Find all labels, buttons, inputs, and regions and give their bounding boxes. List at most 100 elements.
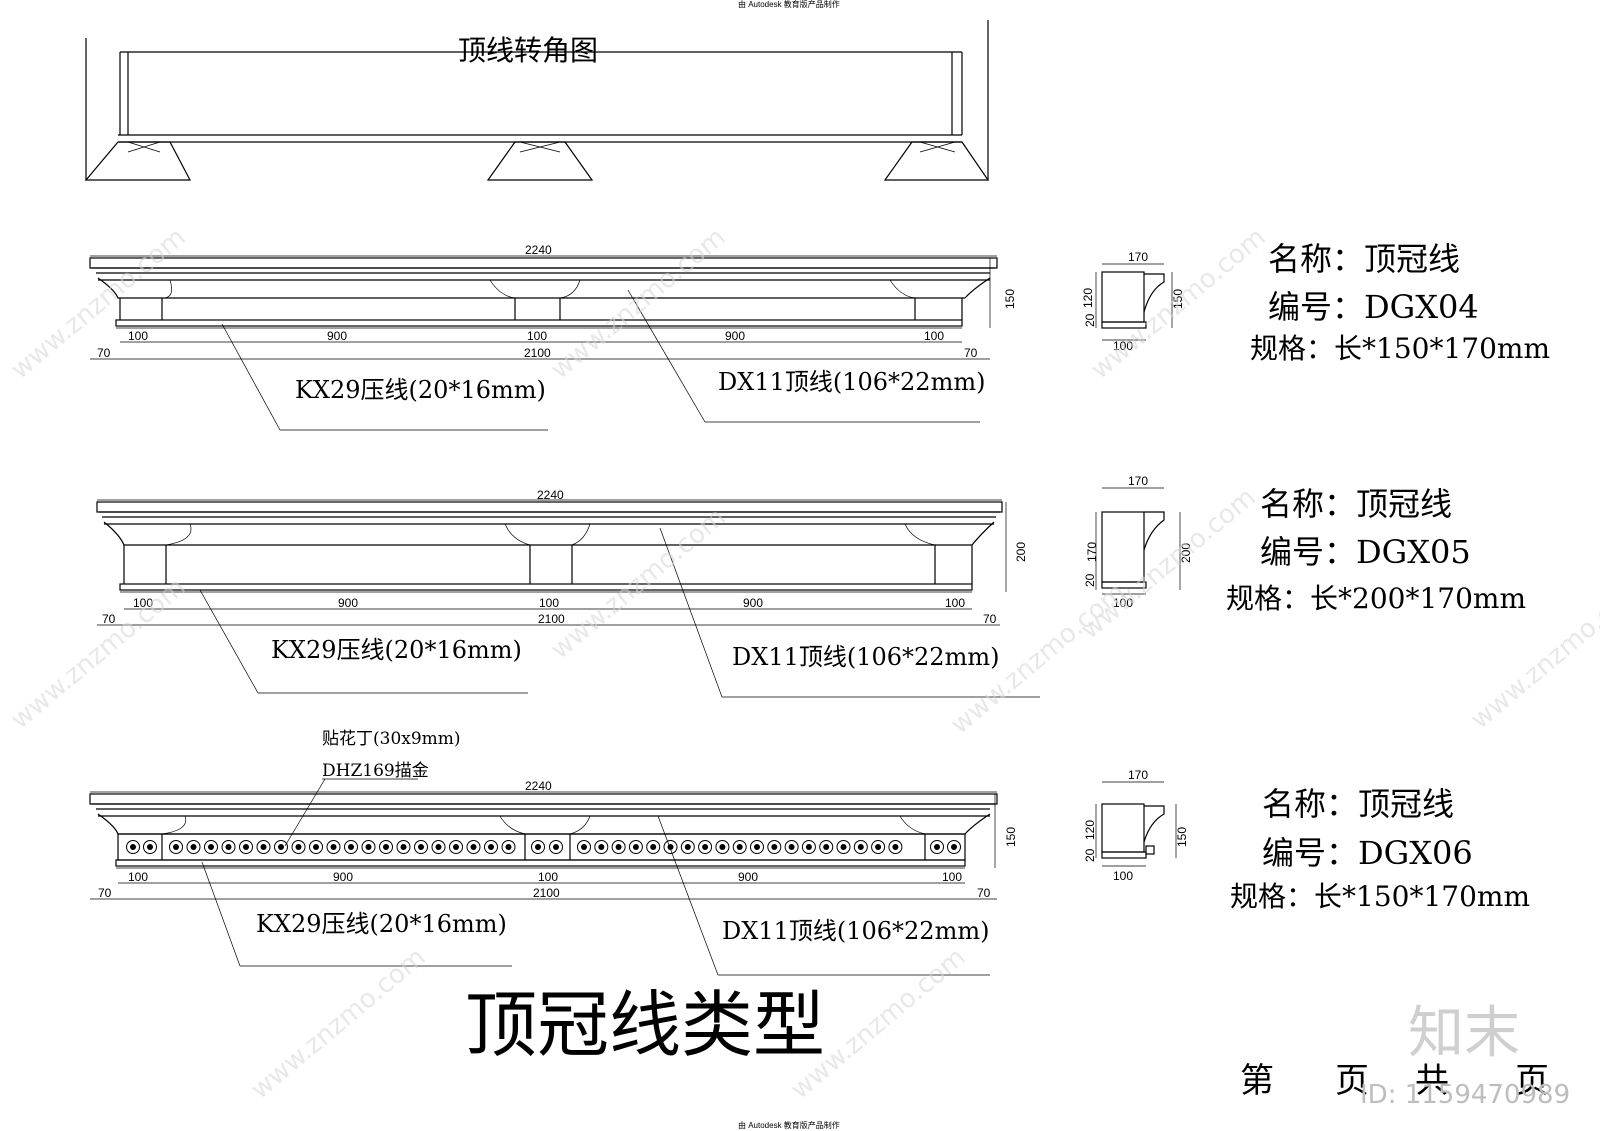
elevation-row-2: 2240 100 900 100 900 100 70 2100 70 200	[96, 488, 1040, 698]
rosette-icon	[484, 840, 498, 854]
rosette-icon	[750, 840, 764, 854]
rosette-icon	[186, 840, 201, 854]
rosette-icon	[663, 840, 678, 854]
sec-bottom: 100	[1113, 339, 1133, 353]
section-1: 170 120 20 150 100	[1081, 250, 1185, 353]
rosette-icon	[143, 840, 157, 854]
rosette-center	[771, 844, 778, 850]
dim-side: 70	[977, 886, 991, 900]
rosette-center	[684, 844, 691, 850]
main-title: 顶冠线类型	[465, 983, 825, 1067]
rosette-icon	[204, 840, 218, 854]
corner-title: 顶线转角图	[458, 34, 598, 67]
rosette-center	[278, 844, 284, 850]
header-note: 由 Autodesk 教育版产品制作	[738, 0, 840, 9]
rosette-center	[488, 844, 494, 850]
info-spec: 规格：长*150*170mm	[1250, 332, 1550, 365]
label-top-line: DX11顶线(106*22mm)	[732, 643, 999, 671]
dim-side: 70	[97, 346, 111, 360]
rosette-center	[208, 844, 214, 850]
sec-top: 170	[1128, 474, 1148, 488]
rosette-icon	[309, 840, 323, 854]
label-press-line: KX29压线(20*16mm)	[256, 910, 507, 938]
sec-bottom: 100	[1113, 869, 1133, 883]
rosette-icon	[611, 840, 626, 854]
watermark-text: www.znzmo.com	[1085, 222, 1271, 385]
rosette-center	[615, 844, 622, 850]
footer-ye: 页	[1515, 1061, 1549, 1101]
dim-seg: 900	[333, 870, 353, 884]
sec-top: 170	[1128, 768, 1148, 782]
info-spec: 规格：长*200*170mm	[1226, 582, 1526, 615]
id-text: ID: 1159470989	[1360, 1080, 1570, 1110]
rosette-icon	[767, 840, 782, 854]
rosette-center	[260, 844, 267, 850]
label-press-line: KX29压线(20*16mm)	[271, 636, 522, 664]
dim-seg: 100	[527, 329, 547, 343]
rosette-center	[857, 844, 864, 850]
footer-ye: 页	[1335, 1061, 1369, 1101]
rosette-center	[173, 844, 179, 850]
rosette-center	[243, 844, 249, 850]
rosette-icon	[326, 840, 341, 854]
rosette-icon	[784, 840, 799, 854]
info-block-2: 名称：顶冠线 编号：DGX05 规格：长*200*170mm	[1226, 485, 1526, 615]
rosette-center	[702, 844, 709, 850]
logo-text: 知末	[1408, 1001, 1520, 1066]
dim-seg: 900	[338, 596, 358, 610]
info-name: 名称：顶冠线	[1262, 785, 1454, 823]
rosette-icon	[531, 840, 545, 854]
watermark-text: www.znzmo.com	[245, 942, 431, 1105]
rosette-icon	[169, 840, 183, 854]
sec-h3: 150	[1175, 827, 1189, 847]
rosette-icon	[239, 840, 253, 854]
dim-overall: 2240	[525, 243, 552, 257]
dim-overall: 2240	[525, 779, 552, 793]
rosette-icon	[274, 840, 288, 854]
rosette-center	[719, 844, 726, 850]
dim-height: 150	[1003, 289, 1017, 309]
rosette-center	[365, 844, 372, 850]
flower-label-1: 贴花丁(30x9mm)	[322, 729, 461, 749]
rosette-center	[400, 844, 407, 850]
rosette-icon	[396, 840, 411, 854]
rosette-center	[330, 844, 337, 850]
dim-seg: 100	[133, 596, 153, 610]
corner-drawing: 顶线转角图	[84, 20, 990, 181]
rosette-icon	[466, 840, 481, 854]
rosette-icon	[646, 840, 661, 854]
rosette-center	[383, 844, 389, 850]
rosette-icon	[449, 840, 463, 854]
sec-h1: 120	[1081, 288, 1095, 308]
rosette-center	[147, 844, 153, 850]
dim-seg: 100	[128, 329, 148, 343]
rosette-center	[130, 844, 136, 850]
rosette-row	[126, 840, 961, 854]
rosette-center	[435, 844, 442, 850]
rosette-center	[553, 844, 559, 850]
rosette-icon	[549, 840, 563, 854]
rosette-center	[754, 844, 760, 850]
rosette-center	[505, 844, 512, 850]
dim-seg: 100	[945, 596, 965, 610]
dim-seg: 100	[942, 870, 962, 884]
rosette-center	[840, 844, 847, 850]
dim-seg: 900	[743, 596, 763, 610]
dim-seg: 900	[738, 870, 758, 884]
sec-h1: 120	[1083, 820, 1097, 840]
rosette-center	[736, 844, 743, 850]
rosette-center	[598, 844, 605, 850]
rosette-icon	[947, 840, 961, 854]
sec-bottom: 100	[1113, 596, 1133, 610]
dim-inner: 2100	[533, 886, 560, 900]
dim-height: 200	[1014, 542, 1028, 562]
rosette-icon	[680, 840, 695, 854]
dim-seg: 100	[924, 329, 944, 343]
info-name: 名称：顶冠线	[1268, 240, 1460, 278]
rosette-icon	[379, 840, 393, 854]
rosette-icon	[594, 840, 609, 854]
watermark-text: www.znzmo.com	[545, 222, 731, 385]
rosette-center	[295, 844, 302, 850]
info-code: 编号：DGX06	[1262, 834, 1473, 872]
